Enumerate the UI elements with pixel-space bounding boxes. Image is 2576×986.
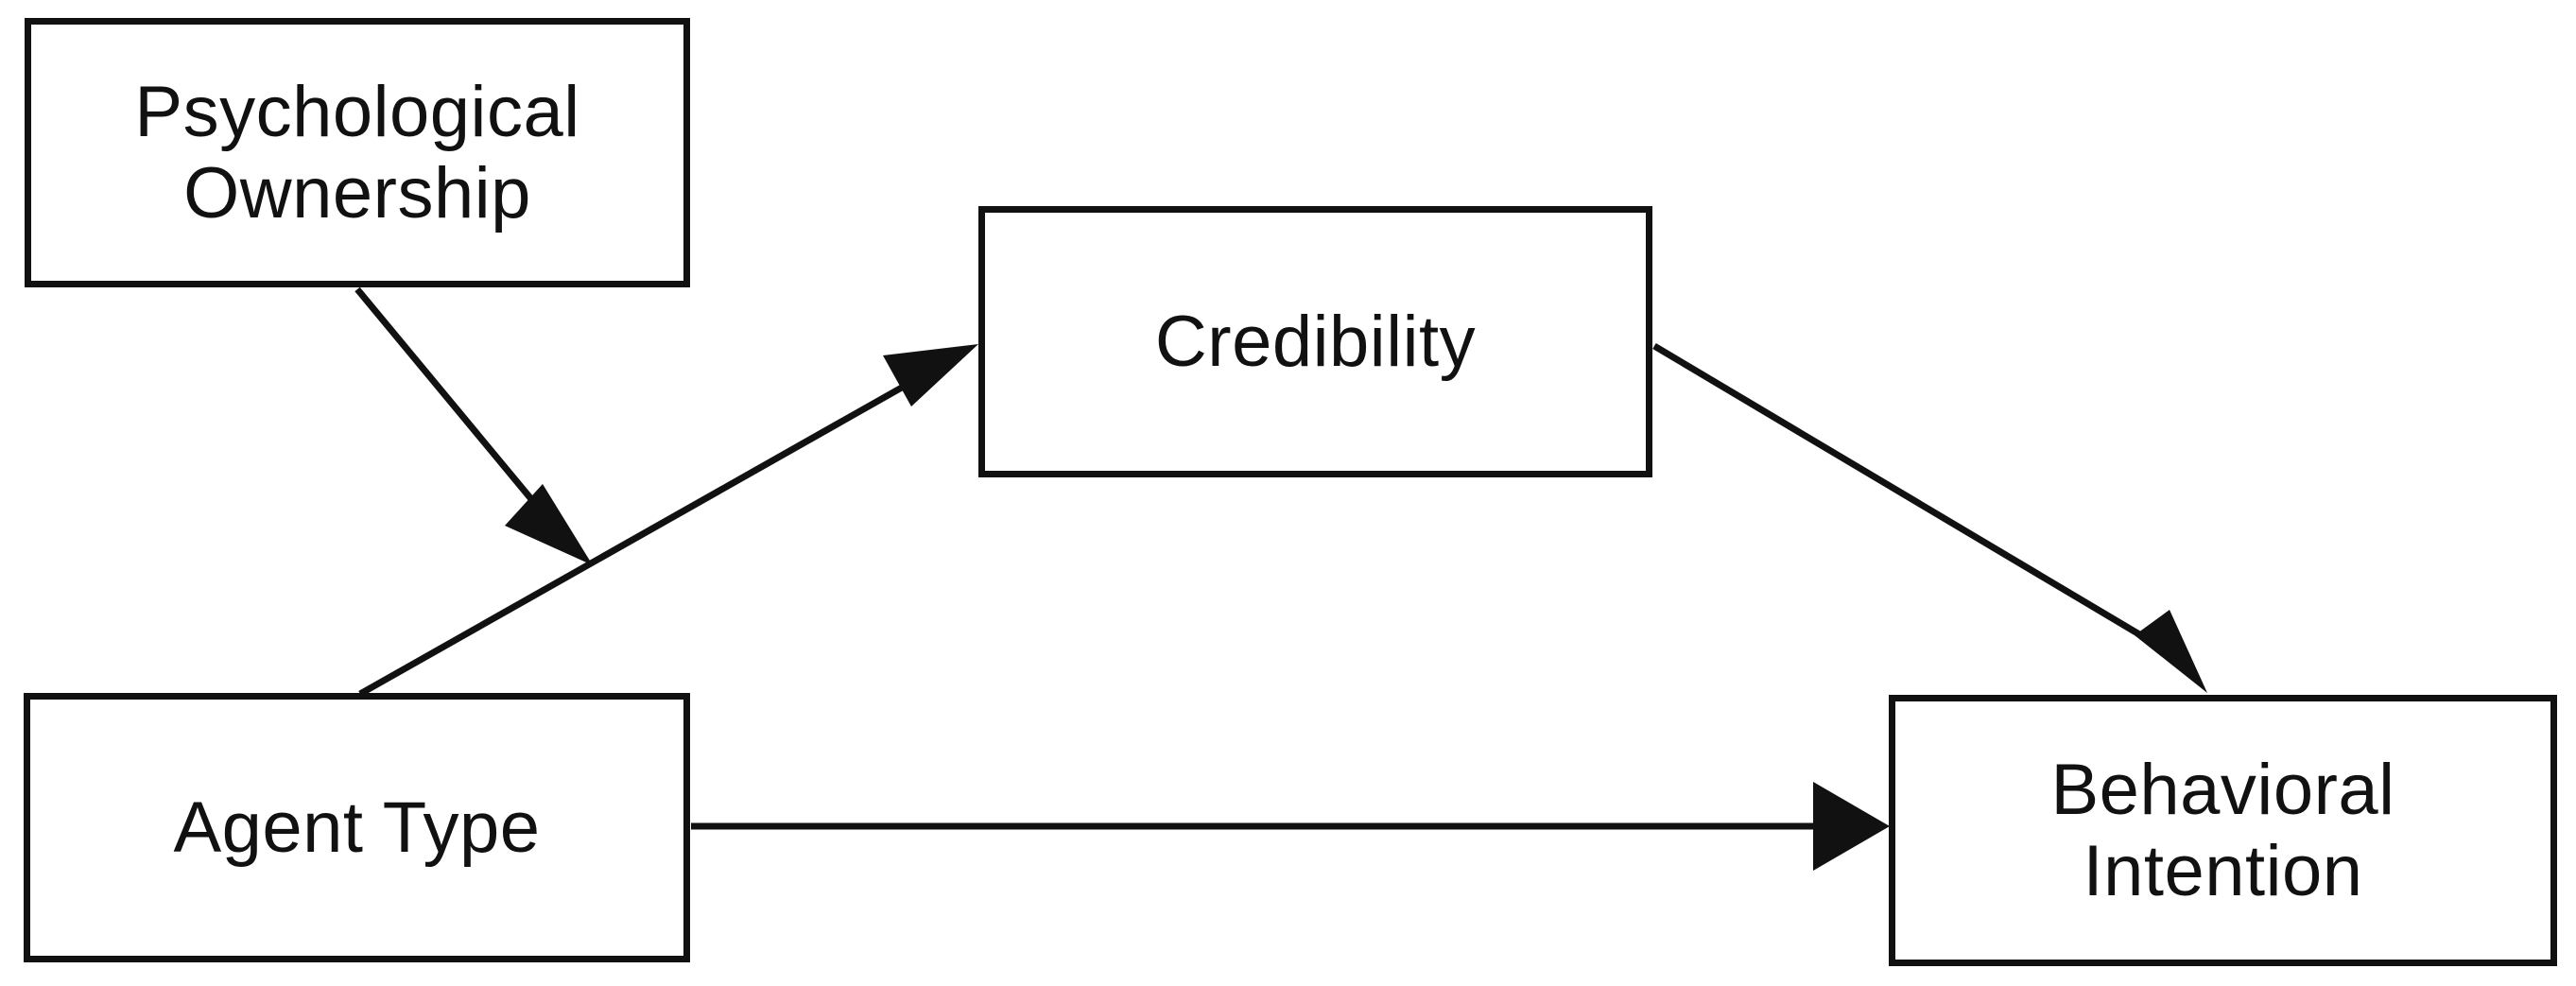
node-psychological-ownership-label: Psychological Ownership xyxy=(134,72,580,234)
edge-agent-to-credibility-line xyxy=(358,372,924,698)
edge-psychological-ownership-moderation xyxy=(354,286,593,565)
edge-credibility-to-behavioral-intention xyxy=(1652,342,2207,693)
edge-po-moderation-line xyxy=(354,286,544,513)
edge-credibility-to-bi-arrowhead xyxy=(2135,610,2207,693)
node-behavioral-intention-label: Behavioral Intention xyxy=(2050,750,2395,911)
node-credibility-label: Credibility xyxy=(1154,301,1477,382)
edge-agent-to-bi-arrowhead xyxy=(1813,782,1890,871)
node-psychological-ownership[interactable]: Psychological Ownership xyxy=(25,18,690,287)
edge-agent-to-credibility xyxy=(358,344,978,698)
edge-po-moderation-arrowhead xyxy=(505,484,593,565)
node-agent-type-label: Agent Type xyxy=(173,787,541,868)
edge-credibility-to-bi-line xyxy=(1652,342,2171,656)
edge-agent-to-behavioral-intention xyxy=(691,782,1890,871)
node-agent-type[interactable]: Agent Type xyxy=(24,693,690,962)
node-behavioral-intention[interactable]: Behavioral Intention xyxy=(1889,695,2557,966)
edge-agent-to-credibility-arrowhead xyxy=(883,344,978,407)
node-credibility[interactable]: Credibility xyxy=(978,206,1652,477)
